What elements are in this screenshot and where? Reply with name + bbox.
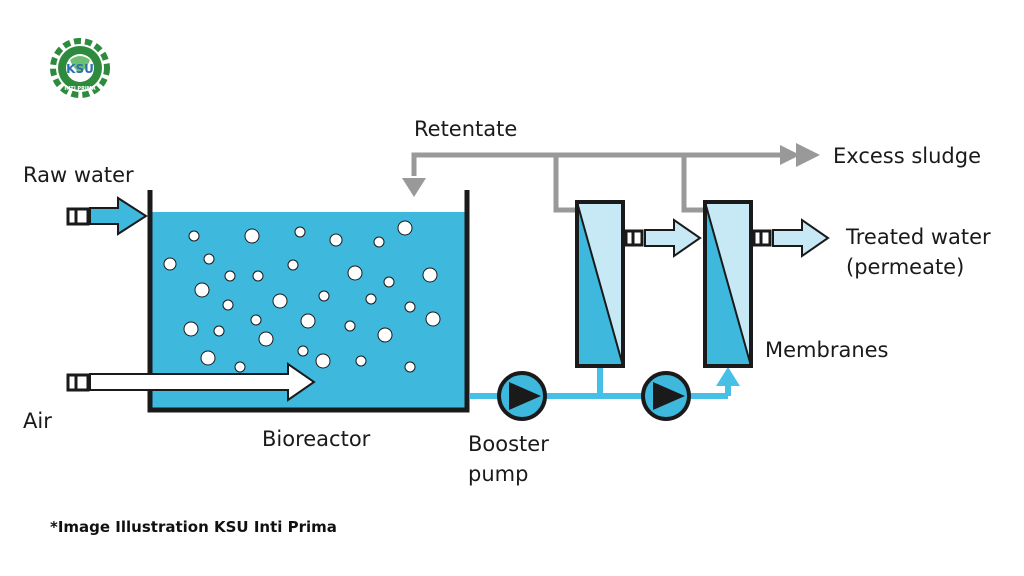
air-bubbles xyxy=(163,220,441,373)
logo-text: KSU xyxy=(66,62,94,76)
retentate-down-arrow xyxy=(402,178,426,197)
treated-water-outlet xyxy=(752,218,830,258)
retentate-branch-1 xyxy=(553,155,575,213)
label-bioreactor: Bioreactor xyxy=(262,427,371,451)
label-membranes: Membranes xyxy=(765,338,889,362)
module-1-outlet xyxy=(624,218,702,258)
label-booster: Booster xyxy=(468,432,549,456)
feed-arrow-up xyxy=(716,367,740,386)
retentate-pipes xyxy=(402,143,820,213)
pump-2-triangle xyxy=(653,382,685,410)
air-nozzle xyxy=(66,373,90,392)
membrane-module-2 xyxy=(703,200,753,368)
module-1-arrow xyxy=(644,218,702,258)
membrane-module-1 xyxy=(575,200,625,368)
label-permeate: (permeate) xyxy=(846,255,964,279)
retentate-branch-2 xyxy=(681,155,703,213)
booster-pump-2 xyxy=(641,371,691,421)
label-retentate: Retentate xyxy=(414,117,517,141)
retentate-line xyxy=(411,145,800,176)
label-raw-water: Raw water xyxy=(23,163,134,187)
booster-pump-1 xyxy=(497,371,547,421)
air-arrow xyxy=(89,362,316,402)
excess-sludge-arrow xyxy=(796,143,820,167)
bioreactor-walls xyxy=(147,190,470,413)
image-caption: *Image Illustration KSU Inti Prima xyxy=(50,518,337,536)
ksu-logo: KSU INTI PRIMA xyxy=(50,38,110,98)
label-pump: pump xyxy=(468,462,528,486)
label-excess-sludge: Excess sludge xyxy=(833,144,981,168)
treated-water-arrow xyxy=(772,218,830,258)
raw-water-inlet xyxy=(66,196,148,236)
raw-water-nozzle xyxy=(66,207,90,226)
label-treated-water: Treated water xyxy=(845,225,991,249)
pump-1-triangle xyxy=(509,382,541,410)
gear-logo-icon xyxy=(50,38,110,98)
label-air: Air xyxy=(23,409,52,433)
logo-ring-text: INTI PRIMA xyxy=(64,86,95,92)
raw-water-arrow xyxy=(89,196,148,236)
air-inlet xyxy=(66,362,316,402)
